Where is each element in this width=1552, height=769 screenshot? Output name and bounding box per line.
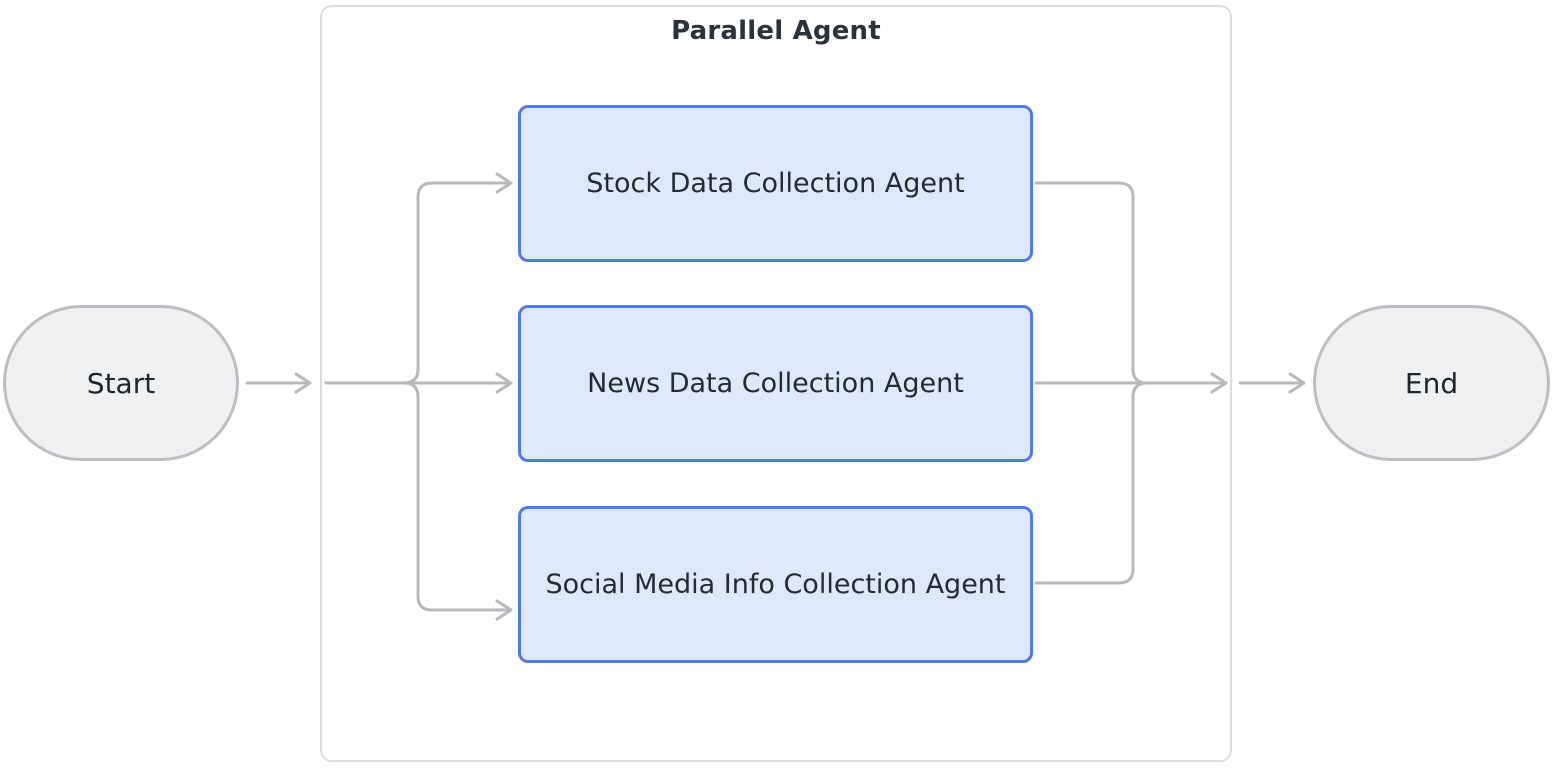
- end-node: End: [1313, 305, 1550, 461]
- start-node: Start: [3, 305, 239, 461]
- arrowhead-icon: [294, 372, 312, 394]
- agent-node-social-media-info-collection: Social Media Info Collection Agent: [518, 506, 1033, 663]
- parallel-agent-group-title: Parallel Agent: [671, 16, 881, 46]
- agent-node-stock-data-collection: Stock Data Collection Agent: [518, 105, 1033, 262]
- edge-start-to-group: [245, 372, 312, 394]
- agent-node-news-data-collection: News Data Collection Agent: [518, 305, 1033, 462]
- arrowhead-icon: [1288, 372, 1306, 394]
- edge-group-to-end: [1238, 372, 1306, 394]
